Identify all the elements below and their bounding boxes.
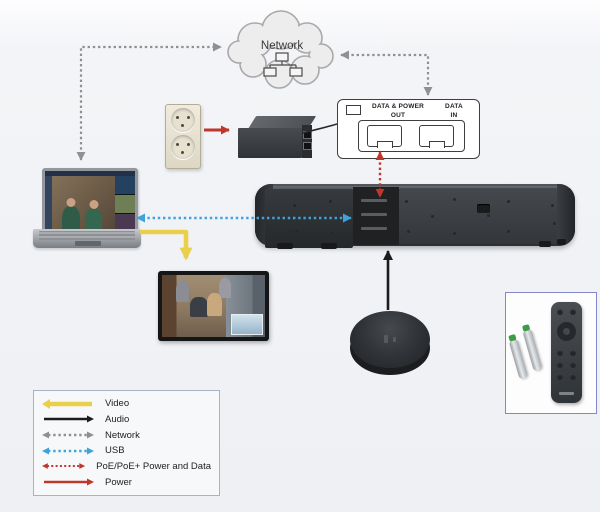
wall-plate-screw-slot [346, 105, 361, 115]
laptop-keyboard-base [33, 229, 141, 248]
ethernet-port-group [358, 120, 465, 152]
data-in-port [419, 125, 454, 148]
legend-item-label: Network [105, 429, 140, 441]
tv-screen [162, 275, 265, 337]
legend-item-audio: Audio [42, 413, 211, 425]
wire-network-cloud-box [340, 50, 433, 96]
wall-outlet [165, 104, 201, 169]
legend-arrow-network-icon [42, 431, 94, 439]
legend-arrow-usb-icon [42, 447, 94, 455]
legend-item-label: USB [105, 445, 125, 457]
legend-item-network: Network [42, 429, 211, 441]
legend-item-power: Power [42, 476, 211, 488]
videobar-back-panel [399, 188, 557, 244]
legend-item-label: Video [105, 398, 130, 410]
cloud-label: Network [261, 40, 303, 52]
legend-item-video: Video [42, 398, 211, 410]
tv-pip-thumbnail [231, 314, 263, 335]
data-power-wall-box: DATA & POWER OUT DATA IN [337, 99, 480, 159]
legend-item-label: Power [105, 476, 132, 488]
cloud-shape-icon: Network [227, 10, 334, 89]
legend-item-label: Audio [105, 413, 130, 425]
videobar-port-recess [353, 187, 399, 245]
lan-topology-icon [263, 52, 303, 77]
poe-injector [236, 114, 317, 162]
port-label: DATA [445, 103, 463, 110]
remote-control [551, 302, 582, 403]
legend-item-label: PoE/PoE+ Power and Data [96, 460, 211, 472]
remote-control-kit-box [505, 292, 597, 414]
videobar-screw-holes [255, 184, 258, 187]
port-label: DATA & POWER [371, 103, 425, 110]
legend-arrow-power-icon [44, 478, 94, 486]
power-socket [171, 108, 195, 132]
legend-item-usb: USB [42, 445, 211, 457]
port-label: OUT [390, 112, 406, 119]
legend-arrow-audio-icon [44, 415, 94, 423]
video-bar [255, 184, 575, 249]
remote-brand-mark [559, 392, 574, 395]
network-cloud: Network [225, 8, 337, 92]
port-label: IN [450, 112, 458, 119]
videobar-left-module [265, 189, 353, 248]
legend-arrow-video-icon [42, 398, 92, 409]
videocall-thumbnails [115, 176, 135, 232]
legend-item-poe: PoE/PoE+ Power and Data [42, 460, 211, 472]
wire-video-laptop-tv [140, 229, 193, 261]
speakerphone [350, 311, 430, 377]
data-power-out-port [367, 125, 402, 148]
legend-arrow-poe-icon [42, 463, 86, 470]
videobar-right-speaker [557, 184, 575, 246]
tv-display [158, 271, 269, 341]
videocall-main-view [52, 176, 115, 232]
remote-dpad [557, 322, 576, 341]
laptop-screen [42, 168, 138, 235]
videobar-mount-slot [477, 204, 490, 213]
videocall-sidebar [45, 176, 52, 232]
power-socket [171, 135, 195, 159]
videocall-window-titlebar [45, 171, 135, 176]
battery [521, 324, 543, 372]
